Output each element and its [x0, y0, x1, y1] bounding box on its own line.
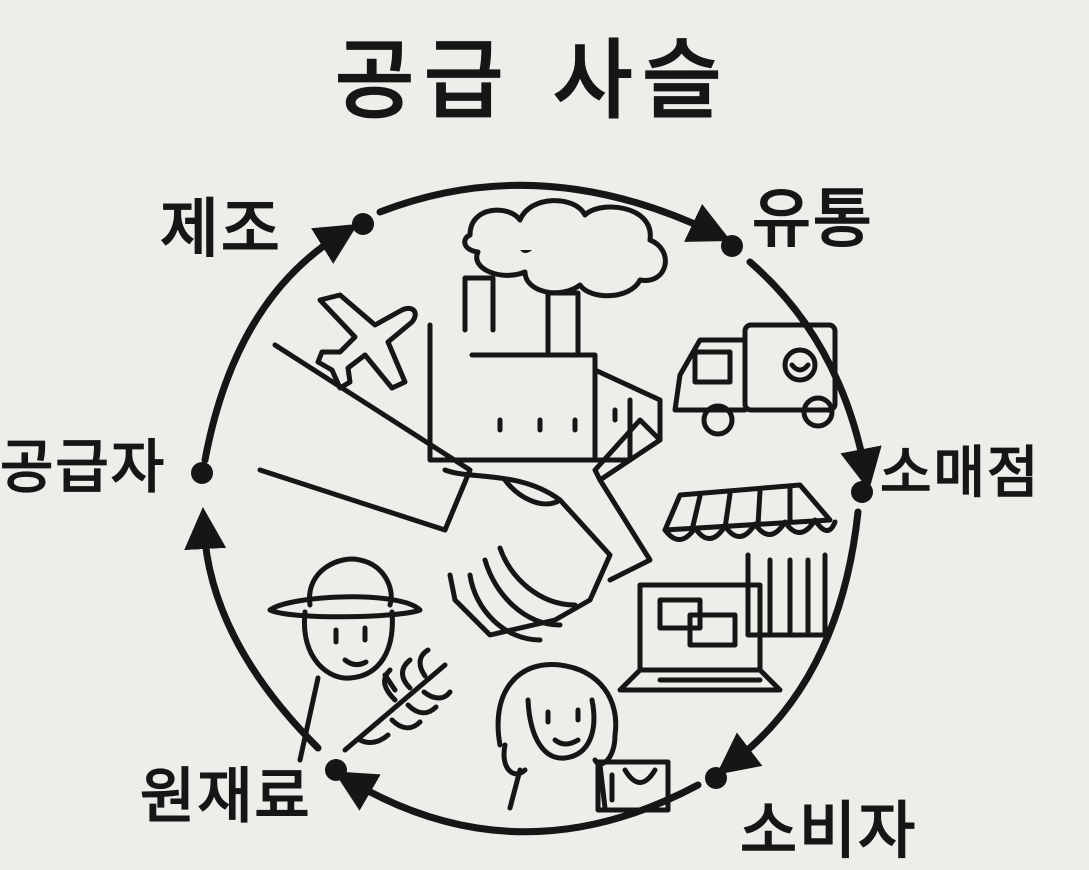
diagram-title: 공급 사슬: [335, 10, 731, 135]
node-dot-retailer: [851, 481, 873, 503]
cloud-smile-mark: [520, 250, 532, 253]
delivery-truck-illustration: [675, 325, 835, 434]
airplane-icon: [318, 295, 415, 388]
node-dot-raw-materials: [325, 759, 347, 781]
farmer-illustration: [270, 559, 420, 760]
node-label-supplier: 공급자: [0, 420, 166, 504]
node-label-manufacturing: 제조: [160, 178, 282, 270]
arrow-manufacturing-to-distribution: [380, 185, 712, 232]
node-dot-supplier: [191, 462, 213, 484]
node-dot-manufacturing: [352, 213, 374, 235]
node-dot-distribution: [721, 235, 743, 257]
arrow-consumer-to-raw-materials: [352, 782, 698, 832]
node-label-retailer: 소매점: [880, 428, 1041, 509]
arrow-raw-materials-to-supplier: [204, 528, 318, 748]
node-dot-consumer: [705, 767, 727, 789]
node-label-raw-materials: 원재료: [140, 748, 312, 835]
node-label-distribution: 유통: [752, 168, 874, 260]
node-label-consumer: 소비자: [740, 780, 917, 870]
